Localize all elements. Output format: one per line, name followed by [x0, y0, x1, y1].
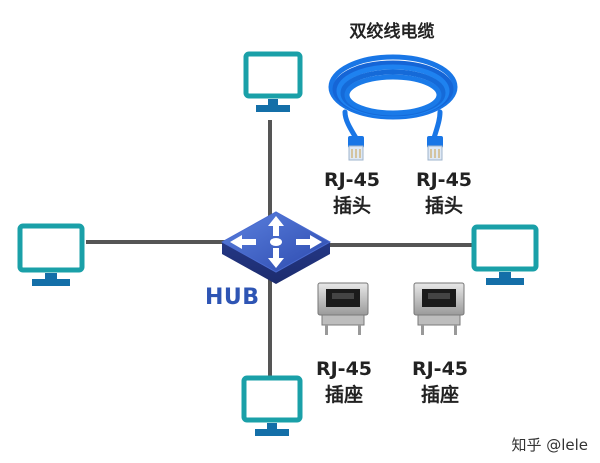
plug-left-type: 插头 — [332, 195, 371, 217]
connection-lines — [86, 120, 472, 378]
hub-icon — [220, 211, 332, 284]
watermark: 知乎 @lele — [511, 436, 588, 454]
rj45-socket-icon — [413, 282, 465, 335]
ethernet-cable-icon — [328, 54, 458, 141]
plug-right-type: 插头 — [424, 195, 463, 217]
monitor-icon — [241, 375, 303, 436]
rj45-plug-icon — [348, 136, 364, 161]
monitor-icon — [243, 51, 303, 112]
rj45-plug-icon — [427, 136, 443, 161]
socket-left-type: 插座 — [324, 384, 363, 406]
plug-right-model: RJ-45 — [415, 169, 473, 191]
cable-title: 双绞线电缆 — [349, 22, 435, 42]
hub-label: HUB — [205, 285, 260, 310]
monitor-icon — [17, 223, 85, 286]
socket-right-model: RJ-45 — [411, 358, 469, 380]
rj45-socket-icon — [317, 282, 369, 335]
plug-left-model: RJ-45 — [323, 169, 381, 191]
socket-right-type: 插座 — [420, 384, 459, 406]
socket-left-model: RJ-45 — [315, 358, 373, 380]
monitor-icon — [471, 224, 539, 285]
